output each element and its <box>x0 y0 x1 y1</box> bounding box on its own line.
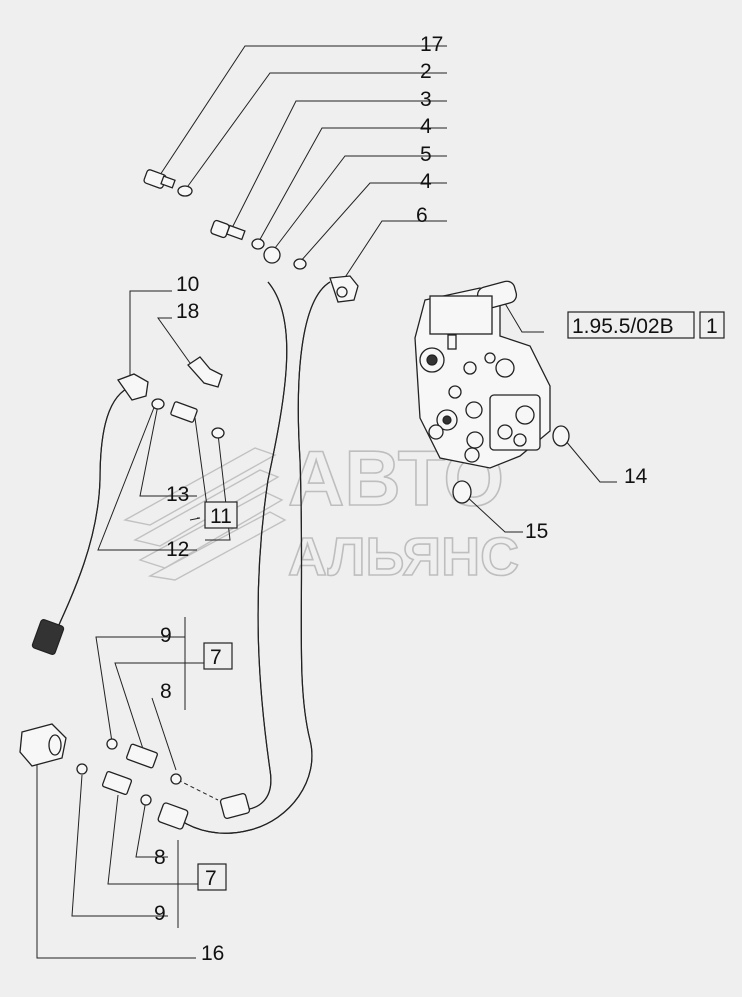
callout-18: 18 <box>176 300 199 323</box>
callout-16: 16 <box>201 942 224 965</box>
callout-7-lower: 7 <box>205 867 217 890</box>
callout-15: 15 <box>525 520 548 543</box>
section-reference-box <box>567 311 695 339</box>
watermark-line2: АЛЬЯНС <box>288 527 519 587</box>
callout-9-lower: 9 <box>154 902 166 925</box>
callout-4-upper: 4 <box>420 115 432 138</box>
callout-6: 6 <box>416 204 428 227</box>
callout-11: 11 <box>210 505 232 528</box>
fittings <box>19 169 570 830</box>
callout-13: 13 <box>166 483 189 506</box>
callout-8-upper: 8 <box>160 680 172 703</box>
callout-17: 17 <box>420 33 443 56</box>
callout-2: 2 <box>420 60 432 83</box>
callout-7-upper: 7 <box>210 646 222 669</box>
callout-3: 3 <box>420 88 432 111</box>
callout-4-lower: 4 <box>420 170 432 193</box>
callout-8-lower: 8 <box>154 846 166 869</box>
control-valve-block <box>414 280 551 469</box>
callout-12: 12 <box>166 538 189 561</box>
callout-11-box <box>204 501 238 529</box>
leader-lines <box>36 45 617 959</box>
section-item-box <box>699 311 725 339</box>
callout-5: 5 <box>420 143 432 166</box>
section-reference: 1.95.5/02B <box>572 315 674 338</box>
hose-assemblies <box>51 281 331 834</box>
section-item: 1 <box>706 315 718 338</box>
callout-14: 14 <box>624 465 648 488</box>
callout-labels: 17 2 3 4 5 4 6 10 18 13 11 12 9 7 8 1.95… <box>154 33 725 965</box>
callout-7-upper-box <box>203 642 233 670</box>
callout-9-upper: 9 <box>160 624 172 647</box>
callout-10: 10 <box>176 273 199 296</box>
callout-7-lower-box <box>197 863 227 891</box>
